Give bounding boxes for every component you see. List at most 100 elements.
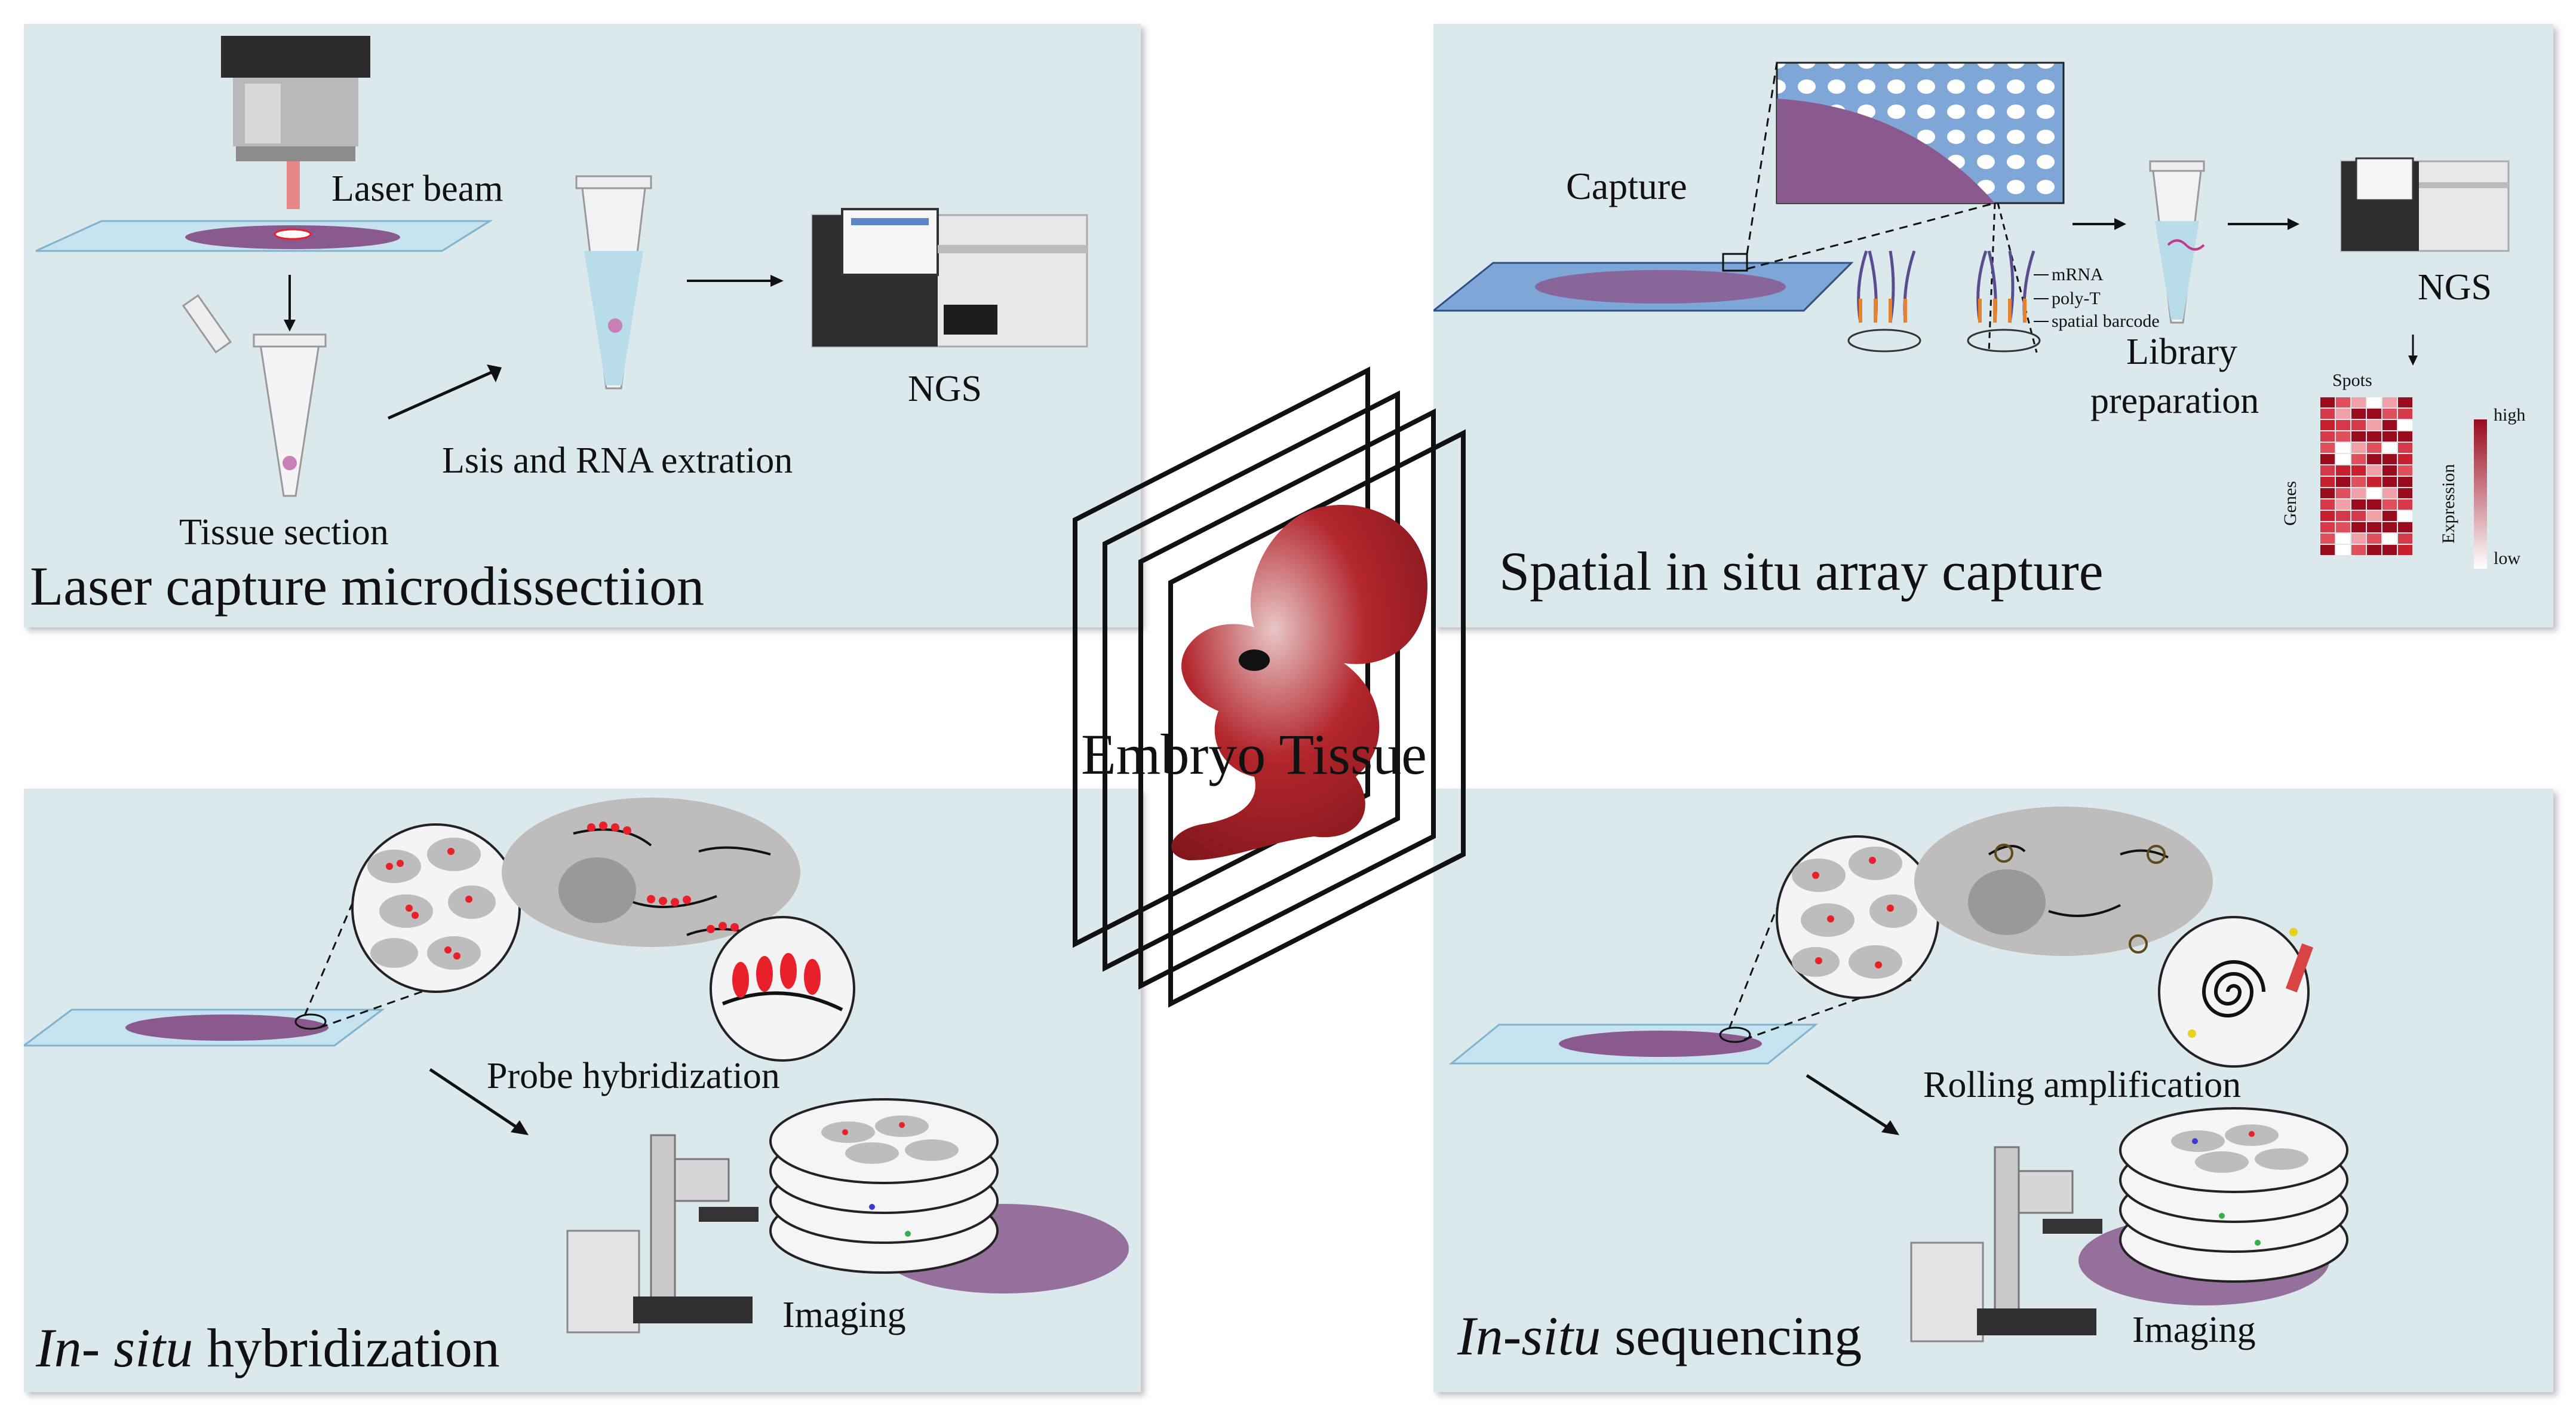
- preparation-label: preparation: [2090, 381, 2259, 421]
- heatmap-cell: [2398, 409, 2412, 419]
- heatmap-cell: [2336, 545, 2350, 555]
- cells-zoom-icon: [351, 823, 521, 993]
- heatmap-cell: [2336, 499, 2350, 510]
- heatmap-cell: [2320, 499, 2335, 510]
- cells-zoom-icon: [1776, 835, 1939, 999]
- heatmap-cell: [2382, 511, 2397, 521]
- capture-label: Capture: [1566, 165, 1687, 207]
- heatmap-cell: [2351, 420, 2366, 430]
- heatmap-cell: [2382, 522, 2397, 532]
- panel-laser-capture: Laser beam Tissue section Lsis and RNA e…: [24, 24, 1141, 627]
- spatial-barcode-label: spatial barcode: [2052, 311, 2160, 331]
- heatmap-cell: [2367, 522, 2381, 532]
- heatmap-cell: [2398, 465, 2412, 476]
- heatmap-cell: [2336, 420, 2350, 430]
- cell-closeup-icon: [1914, 807, 2213, 956]
- section-planes-icon: [1073, 366, 1466, 1008]
- array-slide-icon: [1433, 253, 1854, 312]
- heatmap-cell: [2351, 431, 2366, 442]
- heatmap-cell: [2336, 534, 2350, 544]
- tube-extraction-icon: [575, 175, 652, 390]
- heatmap-cell: [2351, 534, 2366, 544]
- heatmap-cell: [2351, 465, 2366, 476]
- heatmap-cell: [2367, 477, 2381, 487]
- panel-in-situ-hybridization: Probe hybridization Imaging In- situ hyb…: [24, 789, 1141, 1392]
- embryo-tissue-label: Embryo Tissue: [1081, 722, 1427, 786]
- probe-cluster-left-icon: [1847, 250, 1921, 353]
- heatmap-cell: [2367, 420, 2381, 430]
- glass-slide-icon: [35, 220, 493, 252]
- heatmap-cell: [2382, 545, 2397, 555]
- imaging-stack-icon: [769, 1098, 1129, 1294]
- panel-array-capture: Capture mRNA poly-T spatial barcode Libr…: [1433, 24, 2553, 627]
- heatmap-cell: [2320, 431, 2335, 442]
- heatmap-cell: [2367, 443, 2381, 453]
- heatmap-cell: [2382, 420, 2397, 430]
- heatmap-cell: [2382, 488, 2397, 498]
- heatmap-cell: [2398, 522, 2412, 532]
- heatmap-cell: [2398, 477, 2412, 487]
- heatmap-cell: [2398, 397, 2412, 407]
- imaging-stack-icon: [2078, 1107, 2348, 1305]
- laser-beam-icon: [287, 161, 300, 209]
- heatmap-cell: [2398, 499, 2412, 510]
- heatmap-cell: [2367, 397, 2381, 407]
- heatmap-cell: [2320, 409, 2335, 419]
- heatmap-cell: [2336, 522, 2350, 532]
- heatmap-cell: [2351, 511, 2366, 521]
- heatmap-cell: [2336, 454, 2350, 464]
- heatmap-cell: [2336, 443, 2350, 453]
- laser-device-icon: [221, 36, 370, 161]
- heatmap-cell: [2382, 465, 2397, 476]
- low-label: low: [2494, 548, 2520, 568]
- library-label: Library: [2126, 332, 2237, 372]
- ish-illustration: [24, 798, 1129, 1334]
- heatmap-cell: [2367, 409, 2381, 419]
- probe-cluster-right-icon: [1967, 250, 2041, 353]
- heatmap-cell: [2367, 431, 2381, 442]
- heatmap-cell: [2351, 397, 2366, 407]
- heatmap-cell: [2336, 431, 2350, 442]
- microscope-icon: [566, 1134, 759, 1334]
- heatmap-cell: [2320, 545, 2335, 555]
- heatmap-cell: [2336, 511, 2350, 521]
- tube-tissue-icon: [182, 294, 327, 497]
- heatmap-cell: [2320, 534, 2335, 544]
- heatmap-cell: [2382, 499, 2397, 510]
- heatmap-cell: [2336, 488, 2350, 498]
- panel-title: In- situ hybridization: [36, 1320, 500, 1375]
- heatmap-cell: [2320, 420, 2335, 430]
- heatmap-cell: [2351, 454, 2366, 464]
- tissue-section-label: Tissue section: [179, 512, 389, 553]
- laser-beam-label: Laser beam: [331, 168, 503, 209]
- heatmap-cell: [2398, 488, 2412, 498]
- panel-in-situ-sequencing: Rolling amplification Imaging In-situ se…: [1433, 789, 2553, 1392]
- array-illustration: [1433, 62, 2510, 569]
- heatmap-cell: [2351, 409, 2366, 419]
- panel-title: Spatial in situ array capture: [1499, 541, 2104, 602]
- heatmap-cell: [2398, 420, 2412, 430]
- spots-label: Spots: [2332, 370, 2372, 390]
- zoom-inset-icon: [1776, 62, 2065, 204]
- rolling-circle-icon: [2158, 916, 2314, 1068]
- heatmap-cell: [2351, 499, 2366, 510]
- heatmap-cell: [2336, 465, 2350, 476]
- microscope-icon: [1910, 1146, 2102, 1342]
- heatmap-cell: [2336, 397, 2350, 407]
- title-rest: hybridization: [193, 1317, 500, 1378]
- heatmap-cell: [2367, 499, 2381, 510]
- embryo-icon: [1171, 505, 1427, 860]
- heatmap-cell: [2382, 443, 2397, 453]
- glass-slide-icon: [24, 1009, 385, 1047]
- heatmap-cell: [2367, 465, 2381, 476]
- ngs-sequencer-icon: [2340, 157, 2510, 252]
- probe-closeup-icon: [710, 916, 855, 1062]
- heatmap-cell: [2351, 545, 2366, 555]
- poly-t-label: poly-T: [2052, 289, 2101, 308]
- heatmap-cell: [2367, 534, 2381, 544]
- heatmap-cell: [2351, 477, 2366, 487]
- heatmap-cell: [2320, 454, 2335, 464]
- ngs-label: NGS: [2418, 267, 2492, 308]
- panel-title: Laser capture microdissectiion: [30, 556, 705, 617]
